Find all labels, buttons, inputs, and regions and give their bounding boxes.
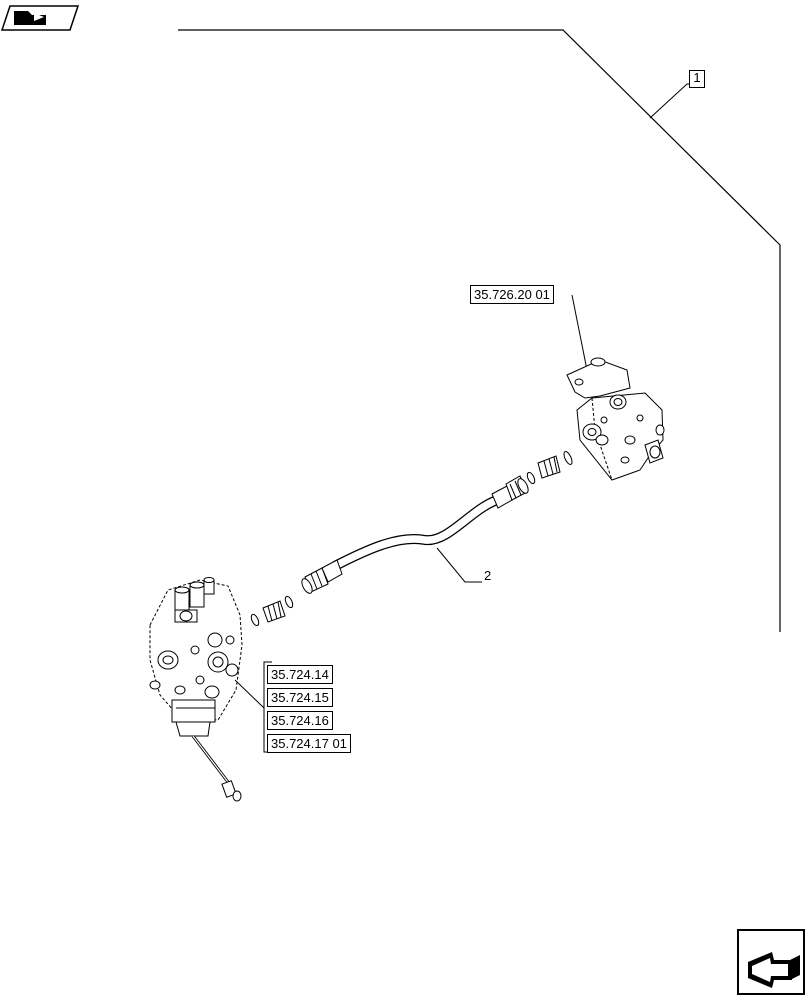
view-arrow-icon[interactable] <box>0 5 80 31</box>
ref-35-724-17-01[interactable]: 35.724.17 01 <box>267 734 351 753</box>
item-2-callout: 2 <box>484 568 492 583</box>
reference-group-leader <box>234 679 265 709</box>
main-control-valve <box>149 577 243 802</box>
item-1-leader <box>649 83 694 119</box>
upper-hose-fittings <box>526 451 573 485</box>
item-1-callout: 1 <box>689 70 705 88</box>
assembly-boundary-line <box>178 29 781 632</box>
next-page-icon[interactable] <box>737 929 805 995</box>
hose-assembly <box>301 475 529 594</box>
lower-hose-fittings <box>250 595 294 627</box>
auxiliary-valve-block <box>566 294 665 481</box>
ref-35-724-15[interactable]: 35.724.15 <box>267 688 333 707</box>
ref-35-726-20-01[interactable]: 35.726.20 01 <box>470 285 554 304</box>
item-2-leader <box>436 547 482 583</box>
ref-35-724-16[interactable]: 35.724.16 <box>267 711 333 730</box>
ref-35-724-14[interactable]: 35.724.14 <box>267 665 333 684</box>
